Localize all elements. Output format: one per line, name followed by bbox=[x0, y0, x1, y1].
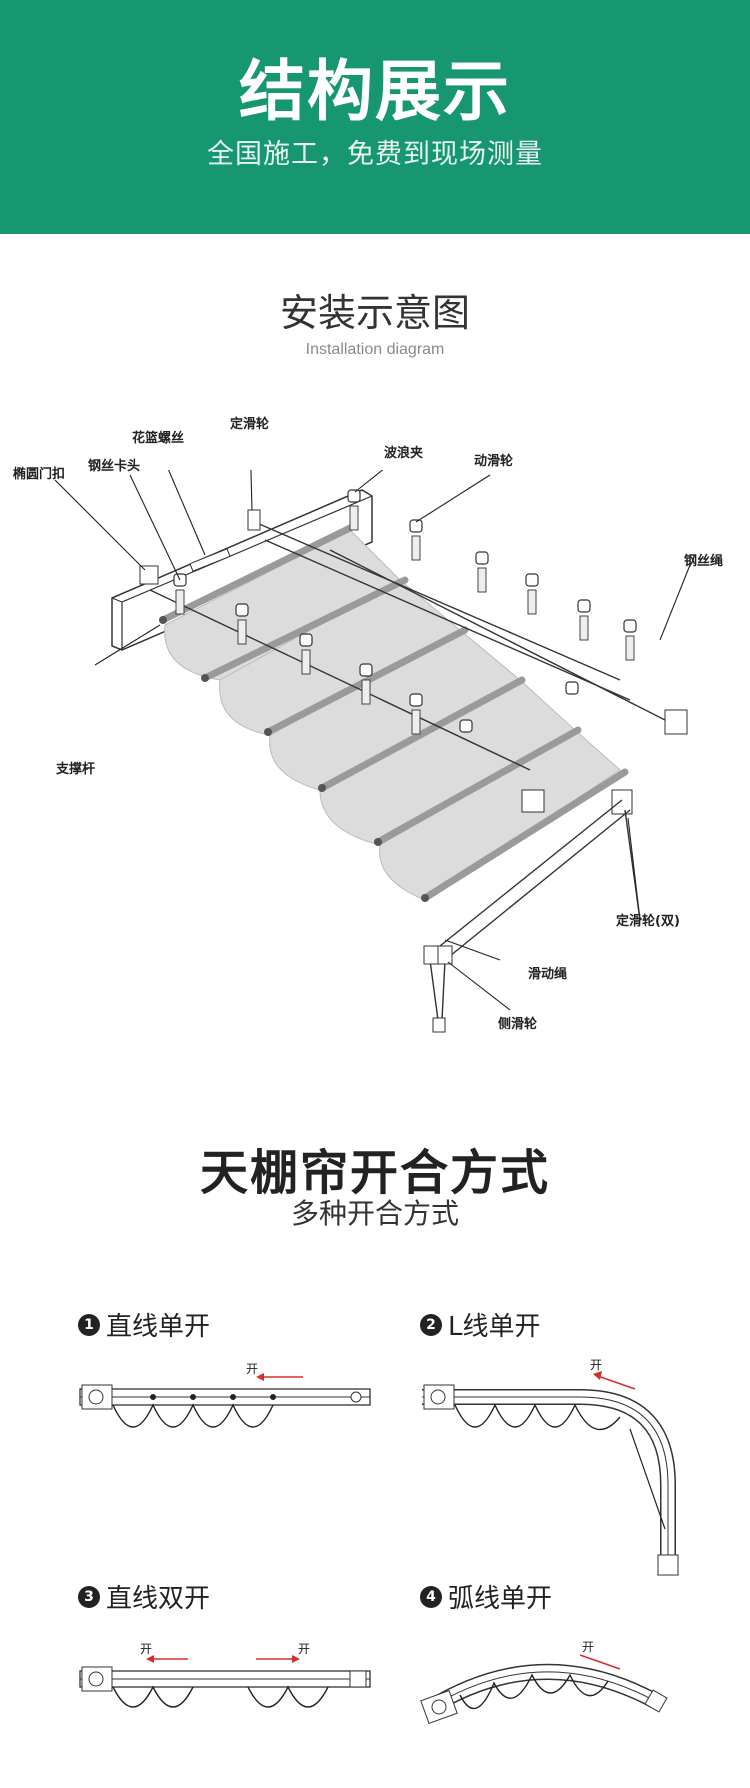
open-label: 开 bbox=[590, 1359, 602, 1372]
mode-label: L线单开 bbox=[448, 1312, 541, 1342]
installation-drawing bbox=[54, 434, 691, 1033]
mode-number: 1 bbox=[78, 1313, 100, 1336]
mode-straight-double: 3 直线双开 开 开 bbox=[78, 1578, 378, 1741]
label-fixed-pulley-double: 定滑轮(双) bbox=[616, 914, 680, 929]
mode-arc-single: 4 弧线单开 开 bbox=[420, 1578, 700, 1741]
install-subtitle: Installation diagram bbox=[305, 341, 445, 358]
turnbuckle-part bbox=[189, 548, 231, 572]
modes-title: 天棚帘开合方式 bbox=[199, 1145, 550, 1201]
support-rods bbox=[159, 524, 629, 902]
straight-double-track: 开 开 bbox=[79, 1642, 371, 1708]
label-slide-rope: 滑动绳 bbox=[528, 967, 568, 982]
open-label-right: 开 bbox=[298, 1642, 310, 1656]
mode-label: 弧线单开 bbox=[448, 1584, 553, 1614]
side-pulley-part bbox=[423, 945, 439, 965]
page-title: 结构展示 bbox=[239, 53, 511, 130]
label-wire-clip: 钢丝卡头 bbox=[88, 459, 141, 474]
label-moving-pulley: 动滑轮 bbox=[474, 454, 514, 469]
open-label: 开 bbox=[246, 1362, 258, 1376]
label-steel-rope: 钢丝绳 bbox=[684, 554, 724, 569]
install-title: 安装示意图 bbox=[279, 291, 470, 335]
double-pulley-part bbox=[611, 789, 633, 815]
wave-clips bbox=[173, 489, 637, 733]
mode-number: 4 bbox=[420, 1585, 442, 1608]
straight-single-track: 开 bbox=[79, 1362, 371, 1428]
installation-diagram: 椭圆门扣 花篮螺丝 钢丝卡头 定滑轮 波浪夹 动滑轮 钢丝绳 支撑杆 定滑轮(双… bbox=[0, 417, 750, 1070]
open-label-left: 开 bbox=[140, 1642, 152, 1656]
label-oval-buckle: 椭圆门扣 bbox=[13, 467, 66, 482]
rod-ends bbox=[159, 616, 429, 902]
mode-l-single: 2 L线单开 开 bbox=[420, 1306, 700, 1579]
mode-number: 3 bbox=[78, 1585, 100, 1608]
open-label: 开 bbox=[582, 1640, 594, 1654]
mode-number: 2 bbox=[420, 1313, 442, 1336]
label-wave-clip: 波浪夹 bbox=[384, 446, 424, 461]
arc-single-track: 开 bbox=[420, 1640, 668, 1725]
label-fixed-pulley: 定滑轮 bbox=[230, 417, 270, 432]
fixed-pulley-part bbox=[247, 509, 261, 531]
page-subtitle: 全国施工，免费到现场测量 bbox=[207, 139, 543, 170]
leader-lines bbox=[54, 434, 691, 1011]
fabric-folds bbox=[164, 529, 621, 901]
slide-rope bbox=[429, 799, 641, 1021]
steel-ropes bbox=[149, 519, 666, 771]
l-single-track: 开 bbox=[422, 1359, 679, 1576]
mode-straight-single: 1 直线单开 开 bbox=[78, 1306, 378, 1469]
header-banner: 结构展示 全国施工，免费到现场测量 bbox=[0, 0, 750, 234]
mode-label: 直线双开 bbox=[106, 1584, 211, 1614]
label-turnbuckle: 花篮螺丝 bbox=[132, 431, 185, 446]
oval-buckle-part bbox=[139, 565, 159, 585]
modes-subtitle: 多种开合方式 bbox=[290, 1197, 459, 1230]
label-side-pulley: 侧滑轮 bbox=[498, 1017, 538, 1032]
label-support-rod: 支撑杆 bbox=[56, 762, 96, 777]
hanging-clips bbox=[175, 505, 635, 735]
mode-label: 直线单开 bbox=[106, 1312, 211, 1342]
